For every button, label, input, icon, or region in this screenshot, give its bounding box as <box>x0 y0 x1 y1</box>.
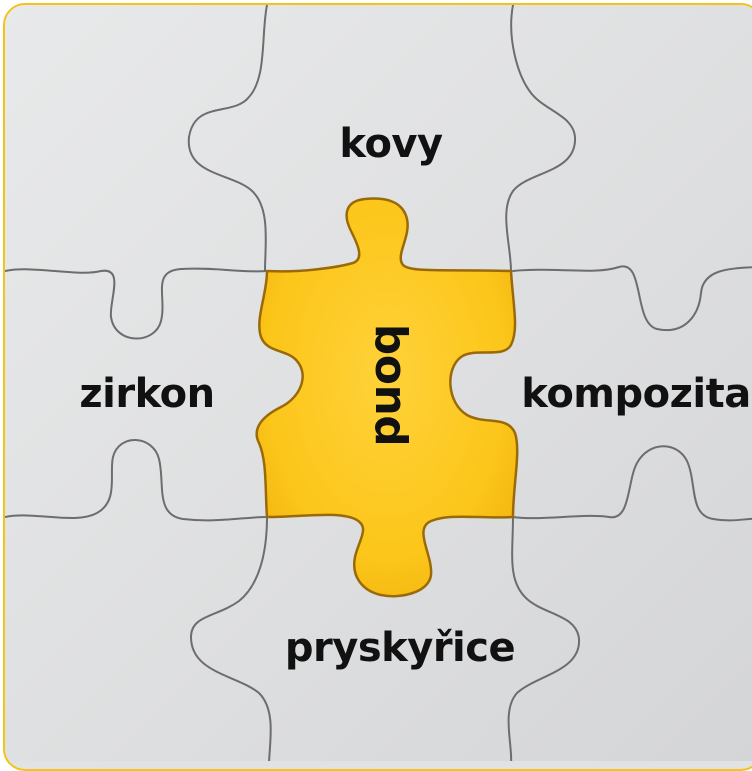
seam-top-right <box>505 5 577 272</box>
piece-label-top: kovy <box>339 121 443 167</box>
piece-label-left: zirkon <box>79 371 215 417</box>
seam-left-lower <box>5 439 268 522</box>
seam-top-left <box>187 5 268 272</box>
center-piece <box>255 197 519 598</box>
piece-label-right: kompozita <box>521 371 751 417</box>
seam-right-upper <box>512 265 752 332</box>
piece-seams <box>5 5 752 761</box>
seam-bottom-left <box>190 516 272 761</box>
seam-left-upper <box>5 267 268 340</box>
piece-label-bottom: pryskyřice <box>284 625 516 671</box>
seam-bottom-right <box>507 516 581 761</box>
seam-right-lower <box>512 445 752 522</box>
puzzle-diagram <box>5 5 752 761</box>
puzzle-frame: kovy zirkon kompozita pryskyřice bond <box>3 3 752 771</box>
piece-label-center: bond <box>365 323 416 447</box>
